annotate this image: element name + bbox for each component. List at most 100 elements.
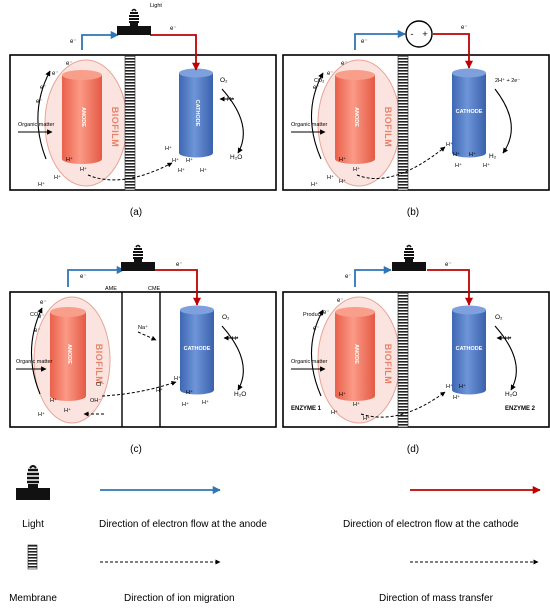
panels-a-protons-9-text: H⁺ <box>38 181 45 188</box>
panels-d-organic-text: Organic matter <box>291 359 328 365</box>
panels-d-protons-2-text: H⁺ <box>459 383 466 390</box>
panels-c-protons-8-text: H⁺ <box>38 411 45 418</box>
panels-d-enzyme2-text: ENZYME 2 <box>505 406 536 412</box>
panel-b: BIOFILM ANODE CATHODE - + e⁻ e⁻ e⁻ e⁻ e⁻… <box>282 20 550 191</box>
anode-label: ANODE <box>80 107 86 127</box>
panel-b-label: (b) <box>407 207 419 218</box>
panels-d-protons-1-text: H⁺ <box>446 383 453 390</box>
panels-c-protons-3-text: H⁺ <box>202 399 209 406</box>
panels-a-protons-5-text: H⁺ <box>178 167 185 174</box>
o2-label: O₂ <box>220 77 228 84</box>
light-bulb-icon <box>16 465 50 500</box>
panel-c: AME CME BIOFILM ANODE CATHODE e⁻ e⁻ e⁻ e… <box>9 244 277 428</box>
panels-c-electrons-2-text: e⁻ <box>40 300 47 306</box>
panels-d-electrons-4-text: e⁻ <box>313 326 320 332</box>
legend-light-label: Light <box>22 519 44 530</box>
biofilm-label: BIOFILM <box>110 107 120 148</box>
panels-d-electrons-1-text: e⁻ <box>445 262 452 268</box>
panels-c-biofilm-text: BIOFILM <box>94 344 104 385</box>
panels-c-cl-text: Cl⁻ <box>96 382 104 388</box>
legend-membrane-label: Membrane <box>9 593 57 604</box>
panels-a-protons-4-text: H⁺ <box>200 167 207 174</box>
panels-d-anode-text: ANODE <box>353 344 359 364</box>
panels-b-protons-1-text: H⁺ <box>453 151 460 158</box>
panels-a-protons-3-text: H⁺ <box>186 157 193 164</box>
panels-c-electrons-3-text: e⁻ <box>38 314 45 320</box>
panels-c-electrons-1-text: e⁻ <box>176 262 183 268</box>
panels-c-co2-text: CO₂ <box>30 312 40 318</box>
panels-d-protons-3-text: H⁺ <box>453 394 460 401</box>
panels-b-anode-text: ANODE <box>353 107 359 127</box>
panels-d-enzyme1-text: ENZYME 1 <box>291 406 322 412</box>
panels-d-protons-5-text: H⁺ <box>353 401 360 408</box>
panels-d-protons-6-text: H⁺ <box>331 409 338 416</box>
panels-b-protons-4-text: H⁺ <box>455 162 462 169</box>
cathode-label: CATHODE <box>194 100 200 127</box>
panels-d-protons-7-text: H⁺ <box>363 415 370 422</box>
panels-b-electrons-0-text: e⁻ <box>361 39 368 45</box>
panels-c-oh-text: OH⁻ <box>90 398 101 404</box>
panels-b-electrons-2-text: e⁻ <box>341 61 348 67</box>
panels-b-protons-9-text: H⁺ <box>339 178 346 185</box>
legend: Light Direction of electron flow at the … <box>9 465 541 604</box>
panels-d-o2-text: O₂ <box>495 314 503 321</box>
panels-a-protons-8-text: H⁺ <box>54 174 61 181</box>
panels-b-electrons-1-text: e⁻ <box>461 25 468 31</box>
panels-a-electrons-1-text: e⁻ <box>170 26 177 32</box>
panels-d-protons-4-text: H⁺ <box>339 391 346 398</box>
panels-a-electrons-2-text: e⁻ <box>52 71 59 77</box>
panels-d-biofilm-text: BIOFILM <box>383 344 393 385</box>
power-source-icon <box>405 20 433 48</box>
light-label: Light <box>150 3 162 9</box>
panels-b-minus-text: - <box>410 29 413 40</box>
panels-c-protons-6-text: H⁺ <box>50 397 57 404</box>
panels-c-electrons-4-text: e⁻ <box>34 328 41 334</box>
panels-c-protons-7-text: H⁺ <box>64 407 71 414</box>
panels-c-ame-text: AME <box>105 286 117 292</box>
panels-a-protons-2-text: H⁺ <box>172 157 179 164</box>
panels-d-electrons-3-text: e⁻ <box>323 310 330 316</box>
panels-b-cathode-text: CATHODE <box>456 109 483 115</box>
panels-c-protons-5-text: H⁺ <box>156 387 163 394</box>
panels-a-protons-7-text: H⁺ <box>80 166 87 173</box>
panels-b-organic-text: Organic matter <box>291 122 328 128</box>
panels-b-protons-2-text: H⁺ <box>469 151 476 158</box>
panels-a-protons-6-text: H⁺ <box>66 156 73 163</box>
panel-a: BIOFILM ANODE CATHODE e⁻ e⁻ e⁻ e⁻ e⁻ e⁻ … <box>9 3 277 191</box>
panels-c-cme-text: CME <box>148 286 161 292</box>
panels-d-product-text: Product <box>303 312 322 318</box>
panels-b-protons-7-text: H⁺ <box>327 174 334 181</box>
panels-c-protons-1-text: H⁺ <box>174 375 181 382</box>
legend-anode-flow: Direction of electron flow at the anode <box>99 519 267 530</box>
panels-b-protons-5-text: H⁺ <box>339 156 346 163</box>
h2o-label: H₂O <box>230 154 242 161</box>
panels-b-h2-text: H₂ <box>489 153 497 160</box>
panels-b-protons-0-text: H⁺ <box>446 141 453 148</box>
panels-b-reaction-text: 2H⁺ + 2e⁻ <box>495 77 520 84</box>
panels-d-electrons-2-text: e⁻ <box>337 298 344 304</box>
legend-cathode-flow: Direction of electron flow at the cathod… <box>343 519 519 530</box>
panels-c-protons-4-text: H⁺ <box>182 401 189 408</box>
panels-a-electrons-4-text: e⁻ <box>66 61 73 67</box>
panel-c-label: (c) <box>130 444 142 455</box>
panels-b-electrons-3-text: e⁻ <box>327 71 334 77</box>
organic-matter-label: Organic matter <box>18 122 55 128</box>
panels-b-biofilm-text: BIOFILM <box>383 107 393 148</box>
legend-mass-transfer: Direction of mass transfer <box>379 593 494 604</box>
panels-c-cathode-text: CATHODE <box>184 346 211 352</box>
panels-c-protons-2-text: H⁺ <box>186 389 193 396</box>
panels-d-cathode-text: CATHODE <box>456 346 483 352</box>
panels-b-plus-text: + <box>422 29 428 40</box>
panels-b-protons-3-text: H⁺ <box>483 162 490 169</box>
panels-a-electrons-0-text: e⁻ <box>70 39 77 45</box>
panels-b-protons-8-text: H⁺ <box>311 181 318 188</box>
panels-c-h2o-text: H₂O <box>234 391 246 398</box>
panels-a-protons-1-text: H⁺ <box>165 145 172 152</box>
panel-d: BIOFILM ANODE CATHODE e⁻ e⁻ e⁻ e⁻ e⁻ Pro… <box>282 244 550 428</box>
panels-c-na-text: Na⁺ <box>138 324 148 331</box>
panels-b-protons-6-text: H⁺ <box>353 166 360 173</box>
panels-d-electrons-0-text: e⁻ <box>345 274 352 280</box>
panels-c-organic-text: Organic matter <box>16 359 53 365</box>
panels-c-anode-text: ANODE <box>66 344 72 364</box>
